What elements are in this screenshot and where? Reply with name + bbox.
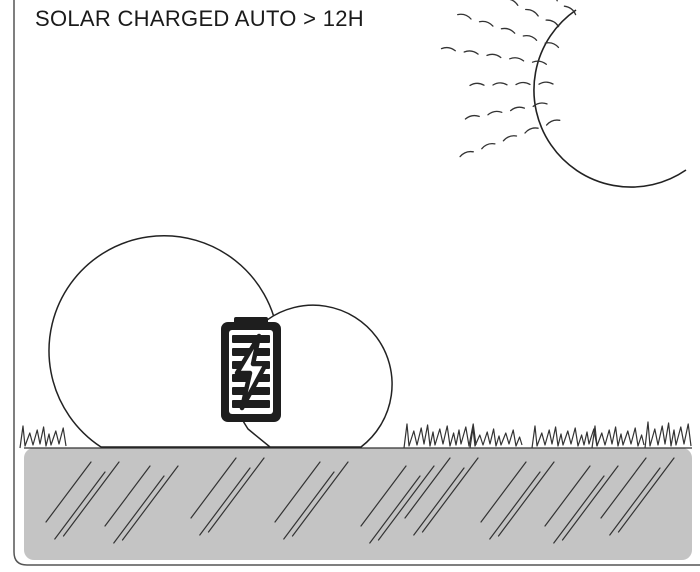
grass-tuft bbox=[404, 424, 476, 448]
sun-ray-dash bbox=[501, 28, 514, 33]
sun-ray-dash bbox=[458, 14, 471, 19]
sun-ray-dash bbox=[546, 20, 559, 27]
sun-ray-dash bbox=[493, 83, 507, 85]
sun-ray-dash bbox=[460, 152, 473, 157]
grass-tuft bbox=[470, 428, 522, 448]
grass-tuft bbox=[20, 426, 66, 448]
ground bbox=[24, 448, 692, 560]
sun-ray-dash bbox=[523, 36, 536, 41]
sun-icon bbox=[442, 0, 687, 187]
sun-ray-dash bbox=[510, 58, 524, 61]
sun-ray-dash bbox=[539, 82, 553, 84]
sun-ray-dash bbox=[516, 82, 530, 84]
battery-charging-icon bbox=[221, 317, 281, 422]
globe-lamps bbox=[49, 236, 392, 447]
sun-ray-dash bbox=[525, 128, 538, 133]
sun-ray-dash bbox=[488, 111, 502, 114]
sun-ray-dash bbox=[545, 43, 558, 48]
grass-tuft bbox=[532, 426, 597, 448]
sun-ray-dash bbox=[464, 51, 478, 54]
sun-ray-dash bbox=[487, 54, 501, 57]
sun-ray-dash bbox=[482, 144, 495, 149]
sun-disc-outline bbox=[534, 10, 686, 187]
caption-text: SOLAR CHARGED AUTO > 12H bbox=[35, 6, 364, 32]
sun-ray-dash bbox=[465, 116, 479, 119]
sun-rays bbox=[442, 0, 637, 157]
sun-ray-dash bbox=[442, 48, 456, 51]
sun-ray-dash bbox=[511, 107, 525, 110]
sun-ray-dash bbox=[547, 120, 560, 125]
sun-ray-dash bbox=[505, 0, 518, 5]
sun-ray-dash bbox=[533, 61, 547, 64]
sun-ray-dash bbox=[470, 83, 484, 85]
sun-ray-dash bbox=[564, 6, 575, 14]
sun-ray-dash bbox=[526, 9, 539, 16]
battery-cell bbox=[232, 335, 270, 343]
grass-tuft bbox=[592, 426, 644, 448]
sun-ray-dash bbox=[503, 136, 516, 141]
sun-ray-dash bbox=[480, 21, 493, 26]
grass-tuft bbox=[645, 422, 691, 448]
sun-ray-dash bbox=[546, 0, 557, 1]
battery-cell bbox=[232, 400, 270, 408]
